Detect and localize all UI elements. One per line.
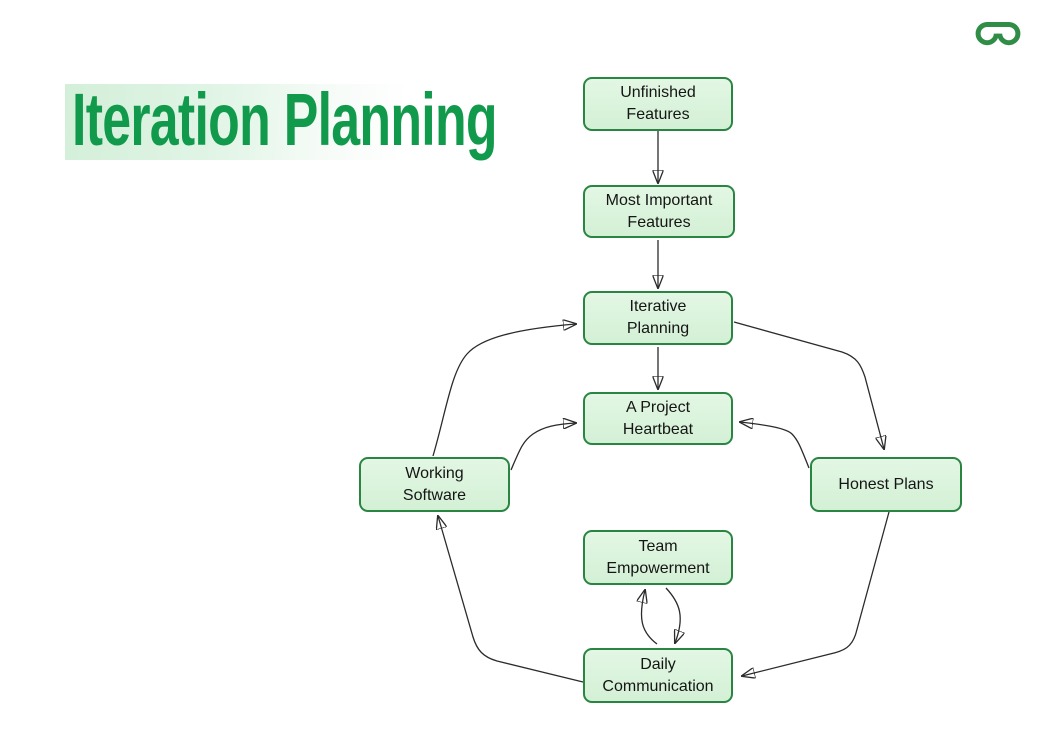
node-a-project-heartbeat: A Project Heartbeat	[583, 392, 733, 445]
node-label-line: Working	[405, 464, 464, 482]
node-iterative-planning: Iterative Planning	[583, 291, 733, 345]
node-working-software: Working Software	[359, 457, 510, 512]
node-label-line: Team	[638, 537, 678, 555]
edge-iterative-to-honest-plans	[733, 321, 884, 449]
page-title-block: Iteration Planning	[65, 80, 525, 162]
node-label-line: Planning	[626, 320, 690, 337]
node-label-line: Communication	[602, 677, 714, 695]
node-label-line: Most Important	[605, 191, 713, 209]
node-label-line: Features	[626, 106, 690, 123]
edge-working-software-to-iterative	[432, 324, 576, 457]
edge-honest-plans-to-daily-communication	[742, 511, 890, 676]
node-label-line: Unfinished	[620, 84, 696, 101]
node-unfinished-features: Unfinished Features	[583, 77, 733, 131]
edge-working-software-to-heartbeat	[510, 423, 576, 471]
title-highlight	[65, 84, 423, 160]
node-daily-communication: Daily Communication	[583, 648, 733, 703]
page-title: Iteration Planning	[72, 78, 498, 161]
node-label-line: Software	[402, 486, 467, 504]
node-label-line: Daily	[640, 655, 676, 673]
node-label-line: Heartbeat	[622, 420, 694, 438]
node-label-line: Iterative	[629, 298, 687, 315]
node-team-empowerment: Team Empowerment	[583, 530, 733, 585]
node-most-important-features: Most Important Features	[583, 185, 735, 238]
edge-team-empowerment-to-daily-communication	[665, 587, 680, 643]
edge-daily-communication-to-team-empowerment	[641, 590, 658, 645]
node-label-line: Features	[627, 213, 691, 231]
geeksforgeeks-logo-icon	[975, 22, 1021, 46]
node-label-line: Empowerment	[606, 559, 710, 577]
edge-honest-plans-to-heartbeat	[740, 422, 810, 469]
node-label-line: A Project	[625, 398, 691, 416]
node-honest-plans: Honest Plans	[810, 457, 962, 512]
edge-daily-communication-to-working-software	[438, 516, 584, 683]
node-label-line: Honest Plans	[838, 475, 934, 493]
